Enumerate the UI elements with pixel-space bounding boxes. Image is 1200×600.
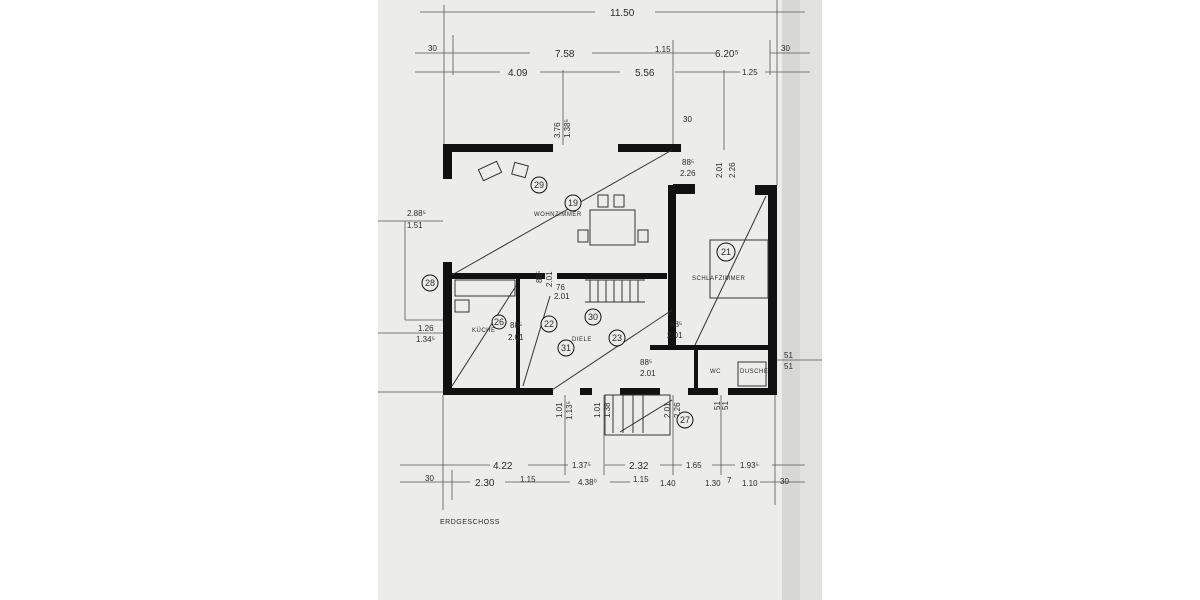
dim-label: 4.09 (508, 68, 528, 79)
dim-label: 30 (425, 474, 434, 483)
marker-22: 22 (540, 315, 558, 333)
dim-label: 2.01 (554, 292, 570, 301)
dim-label: 1.13⁵ (565, 401, 574, 420)
entrance-stairs (604, 394, 671, 436)
dim-label: 7 (727, 476, 732, 485)
scan-edge (800, 0, 822, 600)
dim-label: 1.25 (742, 68, 758, 77)
dim-label: 3.76 (553, 122, 562, 138)
walls (443, 144, 777, 395)
dim-label: 2.88⁵ (407, 209, 426, 218)
dimension-lines (378, 0, 822, 510)
marker-29: 29 (530, 176, 548, 194)
dim-label: 2.32 (629, 461, 649, 472)
room-label-bedroom: SCHLAFZIMMER (692, 276, 746, 282)
dim-overall-width: 11.50 (610, 8, 635, 19)
dim-label: 2.01 (667, 331, 683, 340)
dim-label: 1.40 (660, 479, 676, 488)
dim-label: 88⁵ (510, 321, 522, 330)
dim-label: 1.15 (655, 45, 671, 54)
bed (709, 239, 769, 299)
marker-30: 30 (584, 308, 602, 326)
dim-label: 2.01 (640, 369, 656, 378)
shower-tray (737, 361, 767, 387)
dim-label: 1.34⁵ (416, 335, 435, 344)
dim-label: 4.22 (493, 461, 513, 472)
svg-text:28: 28 (425, 278, 435, 288)
room-label-living: WOHNZIMMER (534, 212, 582, 218)
dim-label: 2.30 (475, 478, 495, 489)
svg-text:19: 19 (568, 198, 578, 208)
svg-text:21: 21 (721, 247, 731, 257)
svg-text:31: 31 (561, 343, 571, 353)
svg-text:30: 30 (588, 312, 598, 322)
dim-label: 1.15 (520, 475, 536, 484)
staircase (585, 279, 645, 303)
dim-label: 1.93⁵ (740, 461, 759, 470)
dim-label: 1.01 (593, 402, 602, 418)
dim-label: 88⁵ (682, 158, 694, 167)
dim-label: 1.65 (686, 461, 702, 470)
dim-label: 1.38⁵ (563, 119, 572, 138)
dining-table (589, 209, 636, 246)
dim-label: 51 (721, 401, 730, 410)
marker-23: 23 (608, 329, 626, 347)
svg-text:27: 27 (680, 415, 690, 425)
dim-label: 1.15 (633, 475, 649, 484)
dim-label: 51 (713, 401, 722, 410)
dim-label: 1.51 (407, 221, 423, 230)
dim-label: 1.38 (603, 402, 612, 418)
furniture (451, 149, 769, 436)
dim-label: 2.01 (508, 333, 524, 342)
dim-label: 2.01 (663, 402, 672, 418)
drawing-title: ERDGESCHOSS (440, 519, 500, 526)
dim-label: 7.58 (555, 49, 575, 60)
room-label-shower: DUSCHE (740, 369, 768, 375)
dim-label: 88⁵ (640, 358, 652, 367)
dim-label: 51 (784, 351, 793, 360)
room-label-wc: WC (710, 369, 721, 375)
dim-label: 2.01 (715, 162, 724, 178)
dim-label: 30 (683, 115, 692, 124)
dim-label: 88⁵ (670, 320, 682, 329)
room-label-kitchen: KÜCHE (472, 327, 496, 334)
dim-label: 88⁵ (535, 271, 544, 283)
dim-label: 2.26 (680, 169, 696, 178)
dim-label: 76 (556, 283, 565, 292)
marker-28: 28 (421, 274, 439, 292)
dim-label: 51 (784, 362, 793, 371)
dim-label: 2.01 (545, 271, 554, 287)
dim-label: 30 (781, 44, 790, 53)
dim-label: 30 (428, 44, 437, 53)
dim-label: 1.10 (742, 479, 758, 488)
scan-shadow (782, 0, 802, 600)
marker-19: 19 (564, 194, 582, 212)
dim-label: 4.38⁰ (578, 478, 597, 487)
svg-text:23: 23 (612, 333, 622, 343)
dim-label: 30 (780, 477, 789, 486)
dim-label: 1.26 (418, 324, 434, 333)
svg-text:22: 22 (544, 319, 554, 329)
dim-label: 1.37⁵ (572, 461, 591, 470)
marker-27: 27 (676, 411, 694, 429)
dim-label: 2.26 (673, 402, 682, 418)
marker-21: 21 (716, 242, 736, 262)
dim-label: 1.01 (555, 402, 564, 418)
svg-text:26: 26 (494, 317, 504, 327)
dim-label: 5.56 (635, 68, 655, 79)
svg-text:29: 29 (534, 180, 544, 190)
dim-label: 2.26 (728, 162, 737, 178)
marker-31: 31 (557, 339, 575, 357)
marker-26: 26 (491, 314, 507, 330)
dim-label: 6.20⁵ (715, 49, 739, 60)
dim-label: 1.30 (705, 479, 721, 488)
room-label-hall: DIELE (572, 337, 592, 343)
